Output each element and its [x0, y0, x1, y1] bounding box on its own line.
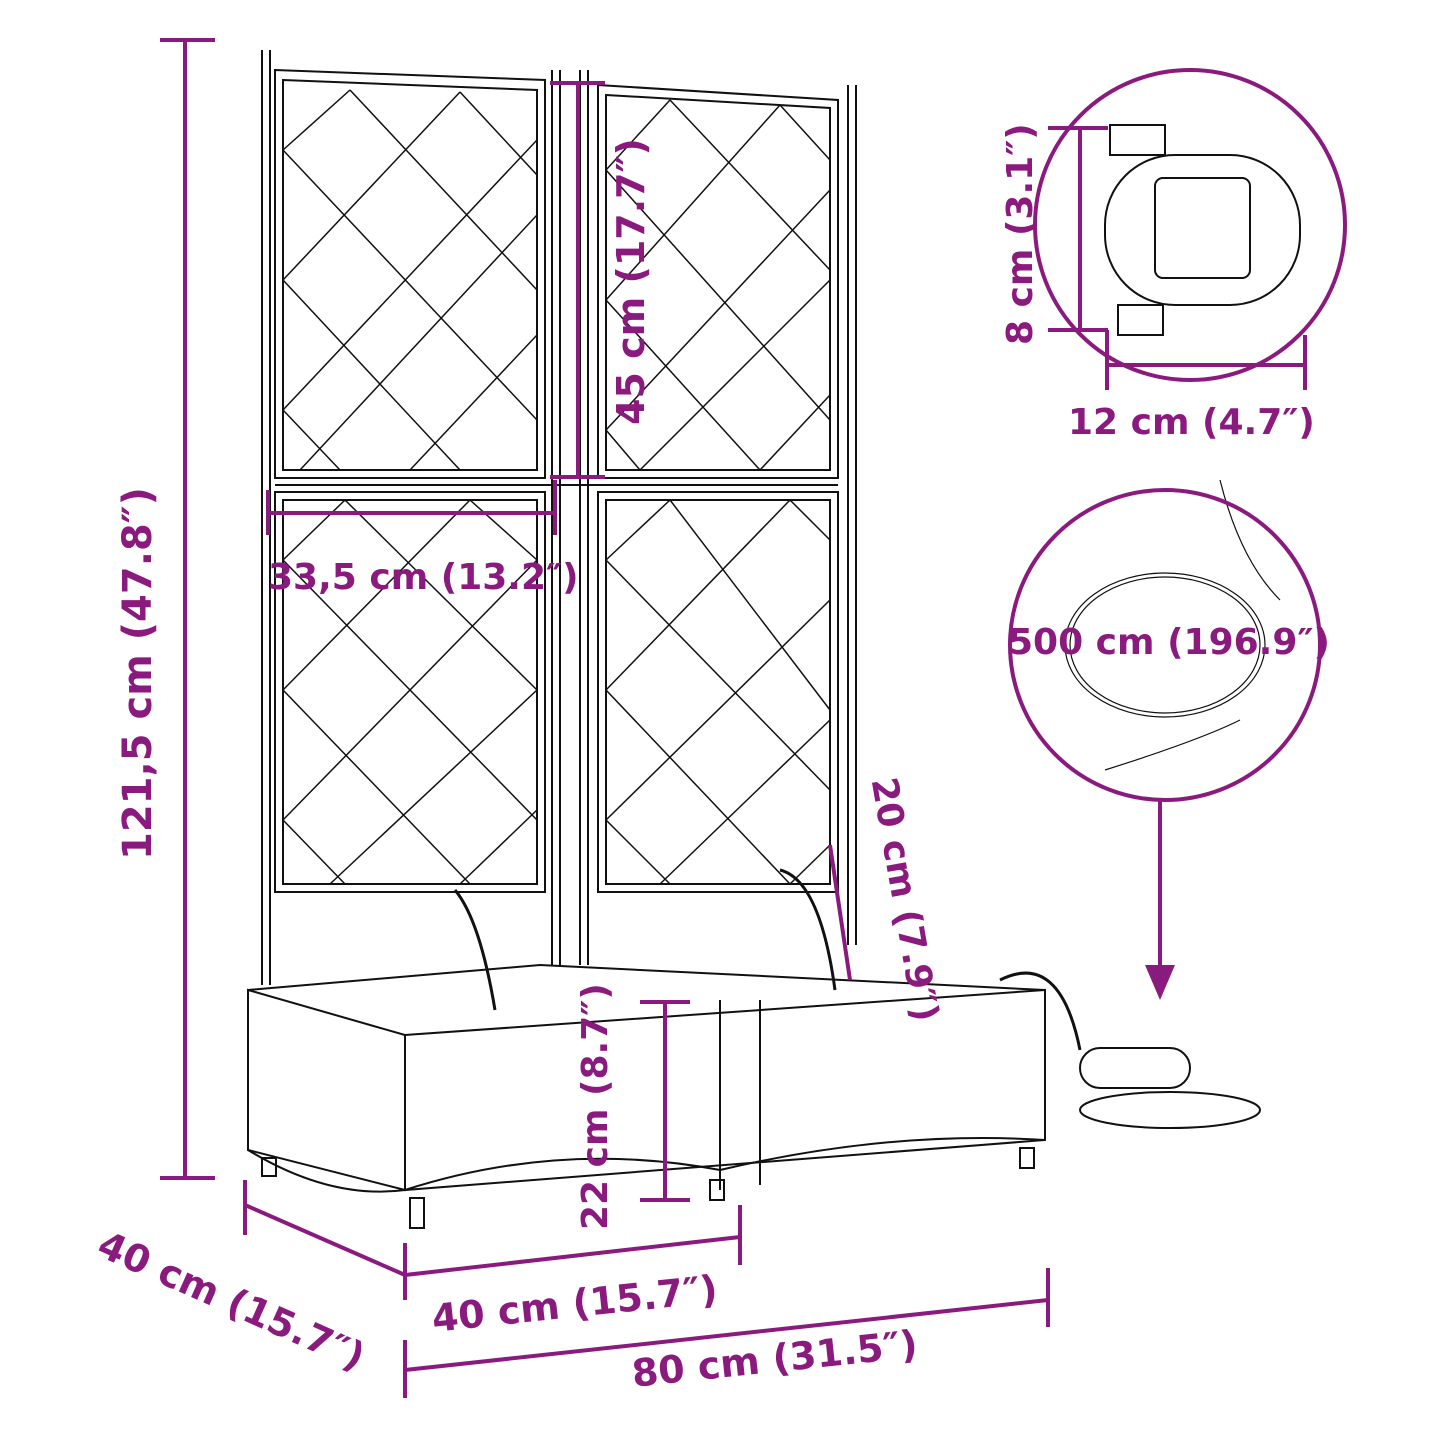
trellis-panel-top-left [274, 68, 546, 479]
trellis-panel-top-right [597, 83, 839, 479]
hose-length-label: 500 cm (196.9″) [1008, 622, 1330, 663]
dimension-lines [160, 38, 1347, 1398]
hose-connector [1079, 1047, 1191, 1089]
planter-front [404, 988, 1046, 1192]
total-height-label: 121,5 cm (47.8″) [115, 487, 161, 860]
planter-height-label: 22 cm (8.7″) [575, 983, 616, 1230]
arrow-down-icon [1145, 965, 1175, 1000]
timer-width-label: 12 cm (4.7″) [1068, 402, 1315, 443]
trellis-panel-bottom-right [597, 491, 839, 893]
timer-height-label: 8 cm (3.1″) [1000, 123, 1041, 345]
timer-top-nut [1109, 124, 1166, 156]
timer-callout-circle [1033, 68, 1347, 382]
trellis-panel-bottom-left [274, 491, 546, 893]
panel-height-label: 45 cm (17.7″) [609, 138, 653, 425]
timer-screen [1154, 177, 1251, 279]
panel-width-label: 33,5 cm (13.2″) [268, 557, 579, 598]
planter-side [247, 988, 406, 1192]
water-timer-body [1104, 154, 1301, 306]
hose-callout-circle [1008, 488, 1322, 802]
